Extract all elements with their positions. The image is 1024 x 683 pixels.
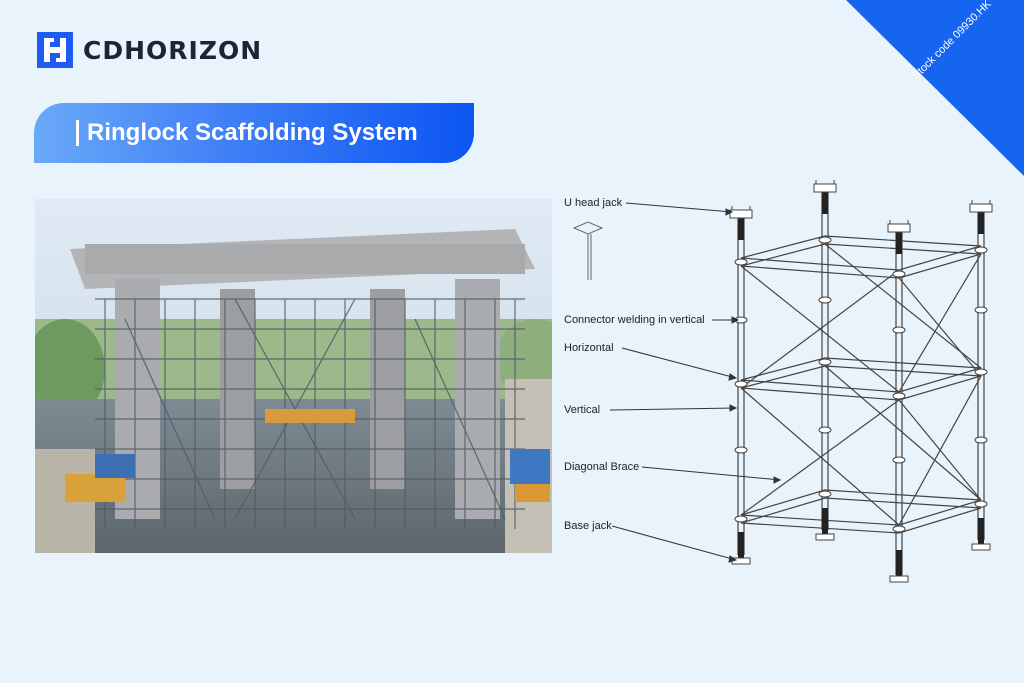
scaffolding-photo <box>35 199 552 553</box>
scaffold-drawing <box>572 180 993 583</box>
banner-divider <box>76 120 79 146</box>
stock-code-label: Stock code 09930.HK <box>910 0 994 82</box>
label-vertical: Vertical <box>564 404 601 416</box>
title-banner: Ringlock Scaffolding System <box>34 103 474 163</box>
page-title: Ringlock Scaffolding System <box>87 119 418 146</box>
logo-mark-icon <box>37 32 73 68</box>
label-horizontal: Horizontal <box>564 342 614 354</box>
brand-logo: CDHORIZON <box>37 32 262 68</box>
label-base-jack: Base jack <box>564 520 612 532</box>
brand-name: CDHORIZON <box>83 35 263 65</box>
label-connector-welding: Connector welding in vertical <box>564 314 705 326</box>
scaffold-diagram: U head jack Connector welding in vertica… <box>560 170 1020 600</box>
label-u-head-jack: U head jack <box>564 197 623 209</box>
label-diagonal-brace: Diagonal Brace <box>564 461 640 473</box>
